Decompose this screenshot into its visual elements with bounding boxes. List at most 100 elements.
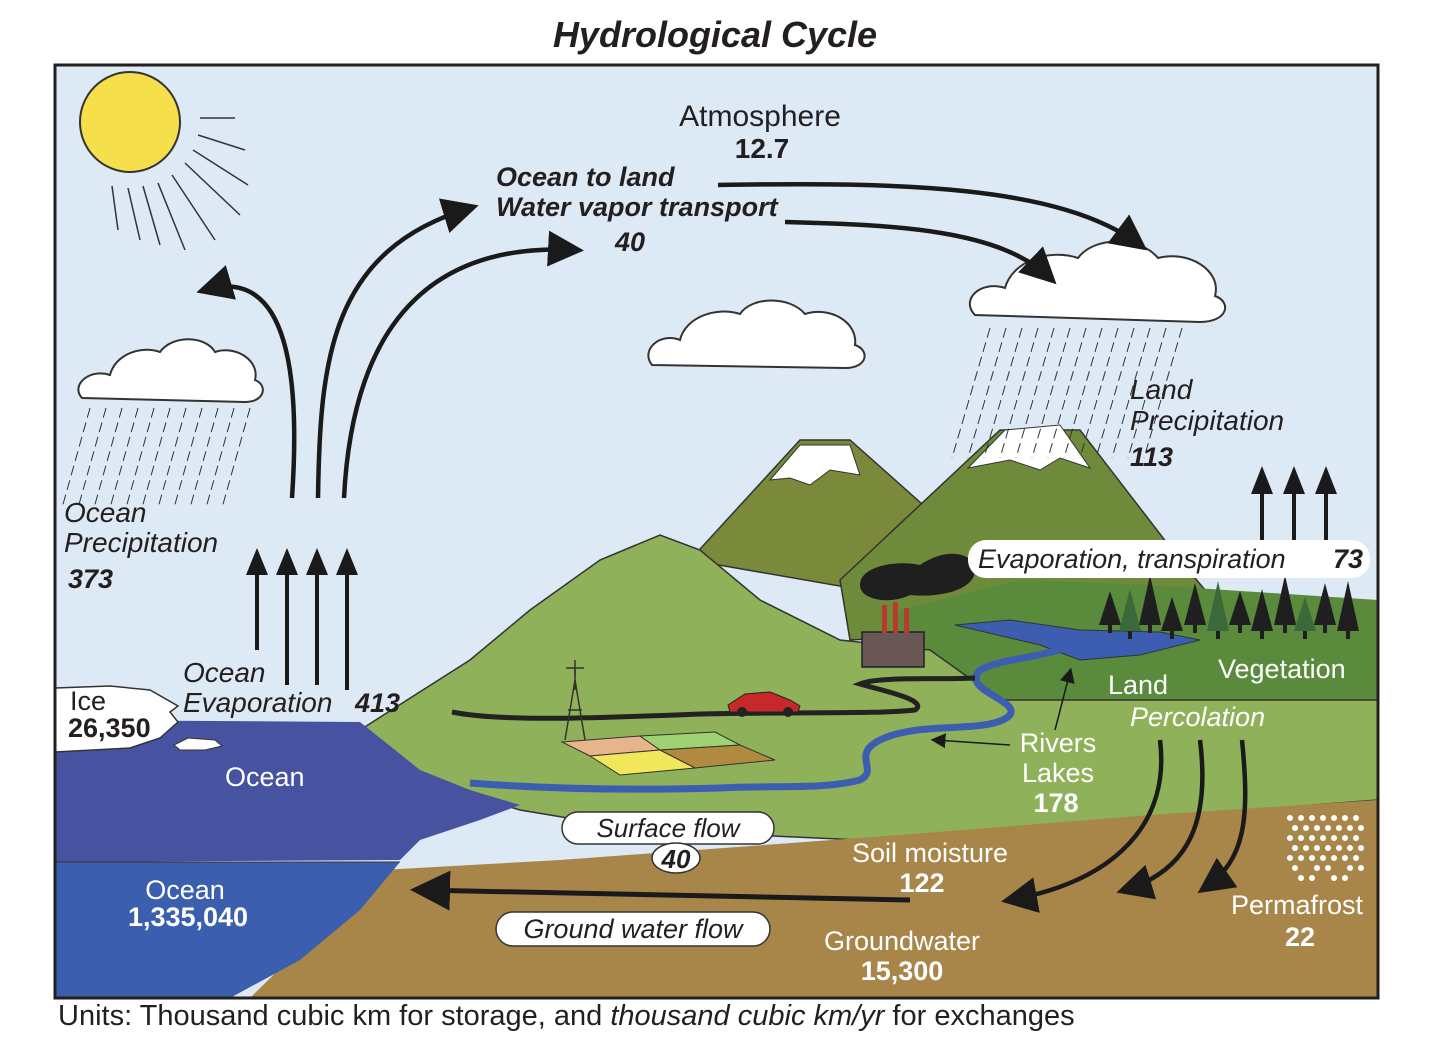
tree-trunk: [1323, 625, 1327, 633]
percolation-arrows: [1001, 739, 1248, 913]
rain-streak: [1079, 327, 1119, 459]
ice-floe: [173, 737, 224, 751]
permafrost-dot: [1314, 865, 1320, 871]
permafrost-dot: [1347, 845, 1353, 851]
permafrost-dot: [1358, 825, 1364, 831]
rain-left: [61, 407, 251, 509]
forest-trees: [1099, 575, 1359, 639]
units-italic: thousand cubic km/yr: [610, 1000, 885, 1032]
permafrost-dot: [1298, 815, 1304, 821]
tree-trunk: [1193, 625, 1197, 633]
permafrost-dot: [1298, 855, 1304, 861]
tree: [1139, 575, 1161, 625]
rain-streak: [173, 407, 203, 509]
rain-streak: [61, 407, 91, 509]
ice-value: 26,350: [68, 713, 151, 743]
permafrost-dot: [1320, 815, 1326, 821]
permafrost-value: 22: [1285, 922, 1315, 952]
permafrost-dot: [1331, 815, 1337, 821]
permafrost-dot: [1309, 875, 1315, 881]
soil-moisture-value: 122: [899, 868, 944, 898]
sun-icon: [79, 71, 249, 251]
tree: [1207, 581, 1229, 631]
permafrost-dot: [1342, 855, 1348, 861]
atmosphere-label: Atmosphere: [679, 100, 841, 133]
ice-sheet: [55, 685, 180, 753]
tree: [1337, 581, 1359, 631]
land-precipitation-value: 113: [1130, 442, 1173, 472]
soil-moisture-label: Soil moisture: [852, 838, 1008, 868]
surface-flow-label: Surface flow: [596, 813, 741, 843]
vapor-transport-line1: Ocean to land: [496, 162, 675, 192]
cloud-left: [77, 338, 264, 404]
rain-streak: [1127, 327, 1167, 459]
land-evaporation-arrows: [1251, 466, 1337, 540]
permafrost-dot: [1309, 855, 1315, 861]
ocean-deep: [55, 862, 400, 998]
groundwater-flow-label: Ground water flow: [523, 914, 744, 944]
tree: [1274, 575, 1296, 625]
permafrost-dot: [1342, 815, 1348, 821]
tree-trunk: [1128, 631, 1132, 639]
rain-streak: [1063, 327, 1103, 459]
permafrost-dot: [1331, 875, 1337, 881]
rain-streak: [1143, 327, 1183, 459]
cloud-middle: [647, 299, 866, 370]
permafrost-dot: [1292, 865, 1298, 871]
tree-trunk: [1283, 625, 1287, 633]
permafrost-dot: [1320, 835, 1326, 841]
permafrost-dot: [1331, 835, 1337, 841]
vapor-transport-value: 40: [614, 227, 645, 257]
ocean-precipitation-line2: Precipitation: [64, 527, 218, 558]
permafrost-dot: [1292, 825, 1298, 831]
groundwater-flow-pill: [495, 911, 771, 947]
ice-label: Ice: [70, 686, 106, 716]
permafrost-dot: [1353, 835, 1359, 841]
permafrost-dot: [1303, 845, 1309, 851]
rivers-lakes-value: 178: [1033, 788, 1078, 818]
ocean-precipitation-line1: Ocean: [64, 497, 147, 528]
rain-streak: [1047, 327, 1087, 459]
tree: [1251, 589, 1273, 631]
evapotranspiration-value: 73: [1333, 544, 1363, 574]
land-precipitation-line1: Land: [1130, 374, 1194, 405]
permafrost-dot: [1325, 825, 1331, 831]
diagram-title: Hydrological Cycle: [552, 14, 878, 55]
permafrost-dot: [1298, 835, 1304, 841]
road: [451, 675, 976, 721]
farm-fields: [560, 731, 776, 776]
evapotranspiration-pill: [968, 540, 1370, 578]
windmill-icon: [564, 660, 586, 741]
ocean-evaporation-line1: Ocean: [183, 657, 266, 688]
ocean-evaporation-line2: Evaporation: [183, 687, 332, 718]
permafrost-dot: [1342, 875, 1348, 881]
rain-streak: [109, 407, 139, 509]
vegetation-label: Vegetation: [1218, 654, 1346, 684]
units-prefix: Units: Thousand cubic km for storage, an…: [58, 1000, 611, 1032]
permafrost-dot: [1358, 845, 1364, 851]
rain-streak: [1015, 327, 1055, 459]
permafrost-dot: [1314, 845, 1320, 851]
atmospheric-arrows: [196, 181, 1148, 499]
surface-flow-value: 40: [661, 844, 691, 874]
tree-trunk: [1346, 631, 1350, 639]
groundwater-value: 15,300: [861, 956, 944, 986]
tree: [1314, 583, 1336, 625]
rain-streak: [951, 327, 991, 459]
permafrost-dot: [1287, 835, 1293, 841]
permafrost-dot: [1287, 855, 1293, 861]
ocean-evaporation-value: 413: [354, 688, 400, 718]
tree: [1184, 583, 1206, 625]
permafrost-dot: [1287, 815, 1293, 821]
permafrost-dot: [1314, 825, 1320, 831]
permafrost-dot: [1336, 825, 1342, 831]
permafrost-dot: [1298, 875, 1304, 881]
ocean-surface-label: Ocean: [225, 762, 305, 792]
permafrost-dot: [1331, 855, 1337, 861]
tree-trunk: [1108, 625, 1112, 633]
tree: [1294, 597, 1316, 631]
rain-streak: [157, 407, 187, 509]
permafrost-dot: [1320, 855, 1326, 861]
rain-streak: [1111, 327, 1151, 459]
rivers-lakes-line2: Lakes: [1022, 758, 1094, 788]
